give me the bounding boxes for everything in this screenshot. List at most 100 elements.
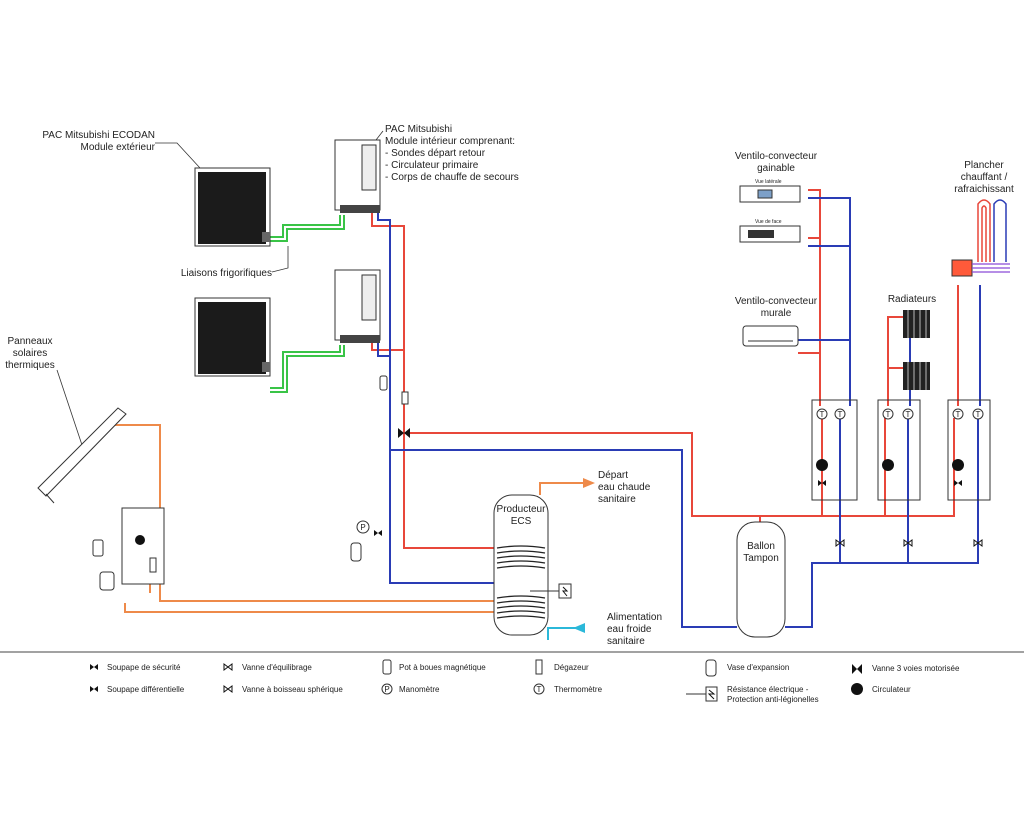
solar-expansion-vessel-icon: [92, 539, 104, 557]
ducted-fan-coil: [739, 185, 801, 243]
thermometer-letter: T: [906, 410, 911, 419]
label-pac-int-3: - Sondes départ retour: [385, 148, 486, 159]
legend-thermometer-icon: [533, 683, 545, 695]
label-vc-murale-1: Ventilo-convecteur: [735, 296, 818, 307]
indoor-module-2: [334, 269, 381, 343]
label-depart-3: sanitaire: [598, 494, 636, 505]
legend-circulateur: Circulateur: [872, 685, 911, 694]
deaerator-icon: [401, 391, 409, 405]
legend-degazeur: Dégazeur: [554, 663, 589, 672]
legend-vanne-boisseau: Vanne à boisseau sphérique: [242, 685, 343, 694]
legend-vanne-3-voies: Vanne 3 voies motorisée: [872, 664, 960, 673]
ball-valve-icon: [835, 539, 845, 547]
solar-panel: [37, 407, 127, 504]
floor-manifold-icon: [951, 259, 973, 277]
radiator-2: [903, 362, 930, 390]
ball-valve-icon: [973, 539, 983, 547]
legend-thermometre: Thermomètre: [554, 685, 603, 694]
label-panneaux-3: thermiques: [5, 360, 54, 371]
label-pac-int-4: - Circulateur primaire: [385, 160, 479, 171]
label-pac-ext-2: Module extérieur: [81, 142, 156, 153]
legend-deaerator-icon: [535, 659, 543, 675]
circulator-icon: [952, 459, 964, 471]
dirt-separator-icon: [379, 375, 388, 391]
thermometer-icon: [882, 408, 894, 420]
legend-three-way-valve-icon: [852, 664, 862, 674]
three-way-valve-icon: [398, 428, 410, 438]
thermometer-icon: [952, 408, 964, 420]
thermometer-icon: [816, 408, 828, 420]
legend-thermometer-letter: T: [537, 685, 542, 694]
label-pac-int-5: - Corps de chauffe de secours: [385, 172, 519, 183]
label-pac-int-2: Module intérieur comprenant:: [385, 136, 515, 147]
leader-indoor: [375, 130, 384, 141]
ball-valve-icon: [903, 539, 913, 547]
solar-circulator-icon: [135, 535, 145, 545]
label-alim-3: sanitaire: [607, 636, 645, 647]
leader-outdoor: [155, 142, 201, 169]
expansion-vessel-icon: [350, 542, 362, 562]
refrigerant-lines: [270, 215, 345, 393]
label-panneaux-1: Panneaux: [7, 336, 52, 347]
label-alim-1: Alimentation: [607, 612, 662, 623]
label-ballon-2: Tampon: [743, 553, 779, 564]
legend-safety-valve-icon: [90, 664, 98, 670]
thermometer-letter: T: [838, 410, 843, 419]
legend-vanne-equilibrage: Vanne d'équilibrage: [242, 663, 312, 672]
buffer-tank: [736, 521, 786, 638]
hydraulic-module-2: T T: [877, 399, 921, 501]
label-plancher-2: chauffant /: [961, 172, 1008, 183]
label-vc-murale-2: murale: [761, 308, 792, 319]
solar-station: [92, 507, 165, 591]
label-alim-2: eau froide: [607, 624, 652, 635]
legend-diff-valve-icon: [90, 686, 98, 692]
label-radiateurs: Radiateurs: [888, 294, 936, 305]
manometer-icon: [356, 520, 370, 534]
legend-resistance-1: Résistance électrique -: [727, 685, 809, 694]
thermometer-icon: [972, 408, 984, 420]
thermometer-letter: T: [956, 410, 961, 419]
solar-vessel-icon: [99, 571, 115, 591]
label-depart-1: Départ: [598, 470, 628, 481]
legend-circulator-icon: [851, 683, 863, 695]
label-vue-face: Vue de face: [755, 219, 782, 225]
legend-soupape-securite: Soupape de sécurité: [107, 663, 181, 672]
indoor-module-1: [334, 139, 381, 213]
hydraulic-module-3: T T: [947, 399, 991, 501]
outdoor-unit-2: [194, 297, 271, 377]
manometer-letter: P: [360, 523, 365, 532]
thermometer-letter: T: [976, 410, 981, 419]
hot-pipes: [371, 189, 959, 549]
legend: Soupape de sécurité Soupape différentiel…: [90, 659, 960, 704]
label-producteur-2: ECS: [511, 516, 532, 527]
hydraulic-module-1: T T: [811, 399, 858, 501]
cold-water-supply-pipe: [547, 627, 585, 640]
label-pac-ext-1: PAC Mitsubishi ECODAN: [42, 130, 155, 141]
legend-manometre: Manomètre: [399, 685, 440, 694]
legend-pot-boues: Pot à boues magnétique: [399, 663, 486, 672]
circulator-icon: [882, 459, 894, 471]
label-ballon-1: Ballon: [747, 541, 775, 552]
label-liaisons: Liaisons frigorifiques: [181, 268, 272, 279]
label-plancher-3: rafraichissant: [954, 184, 1014, 195]
legend-manometer-icon: [381, 683, 393, 695]
legend-manometer-letter: P: [384, 685, 389, 694]
label-producteur-1: Producteur: [497, 504, 547, 515]
label-panneaux-2: solaires: [13, 348, 47, 359]
leader-panneaux: [56, 369, 83, 446]
label-depart-2: eau chaude: [598, 482, 651, 493]
motorized-valve-icon: [954, 480, 962, 486]
safety-valve-icon: [374, 530, 382, 536]
legend-resistance-2: Protection anti-légionelles: [727, 695, 819, 704]
legend-vase-expansion: Vase d'expansion: [727, 663, 789, 672]
legend-dirt-separator-icon: [382, 659, 392, 675]
legend-expansion-vessel-icon: [705, 659, 717, 677]
label-vc-gainable-1: Ventilo-convecteur: [735, 151, 818, 162]
thermometer-icon: [834, 408, 846, 420]
label-plancher-1: Plancher: [964, 160, 1004, 171]
legend-balancing-valve-icon: [223, 663, 233, 671]
cold-water-arrow: [573, 623, 585, 633]
underfloor-heating: [951, 199, 1010, 277]
label-pac-int-1: PAC Mitsubishi: [385, 124, 452, 135]
label-vc-gainable-2: gainable: [757, 163, 795, 174]
